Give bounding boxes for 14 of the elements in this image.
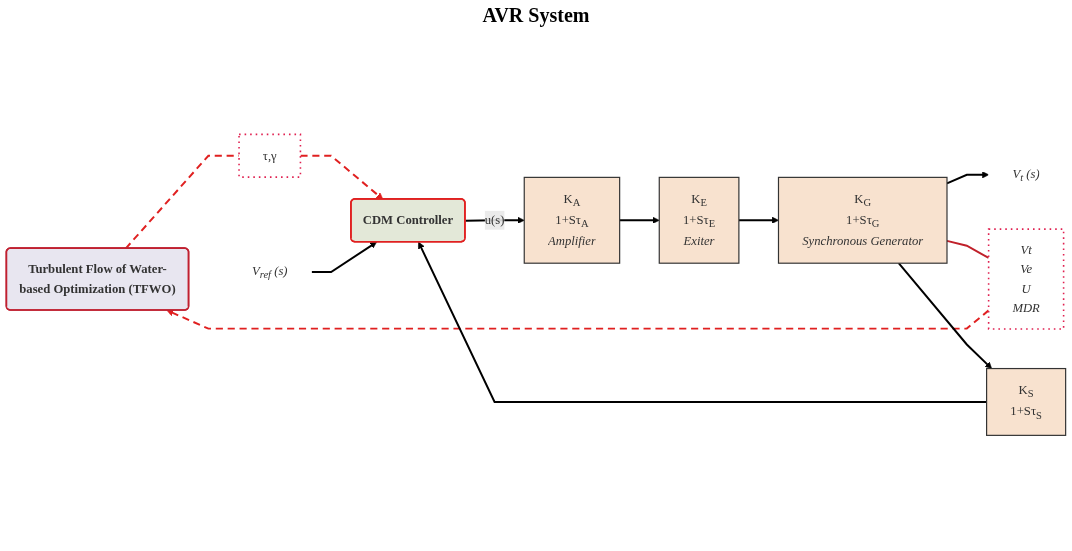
node-text: V$_{ref}$ (s) (251, 263, 288, 281)
node-box: Vt Ve U MDR (987, 228, 1065, 330)
node-box: K$_{G}$ 1+Sτ$_{G}$ Synchronous Generator (777, 176, 948, 264)
system-label: AVR System (482, 4, 590, 26)
arrow (310, 241, 377, 273)
node-box: K$_{A}$ 1+Sτ$_{A}$ Amplifier (523, 176, 621, 264)
edge-label: u(s) (484, 212, 505, 227)
arrow (464, 216, 525, 224)
node-box: K$_{S}$ 1+Sτ$_{S}$ (986, 367, 1067, 436)
node-box: τ,γ (238, 133, 302, 178)
node-text: V$_{t}$ (s) (1012, 166, 1040, 183)
arrow (897, 261, 992, 369)
node-box: K$_{E}$ 1+Sτ$_{E}$ Exiter (658, 176, 740, 264)
arrow (418, 241, 988, 403)
